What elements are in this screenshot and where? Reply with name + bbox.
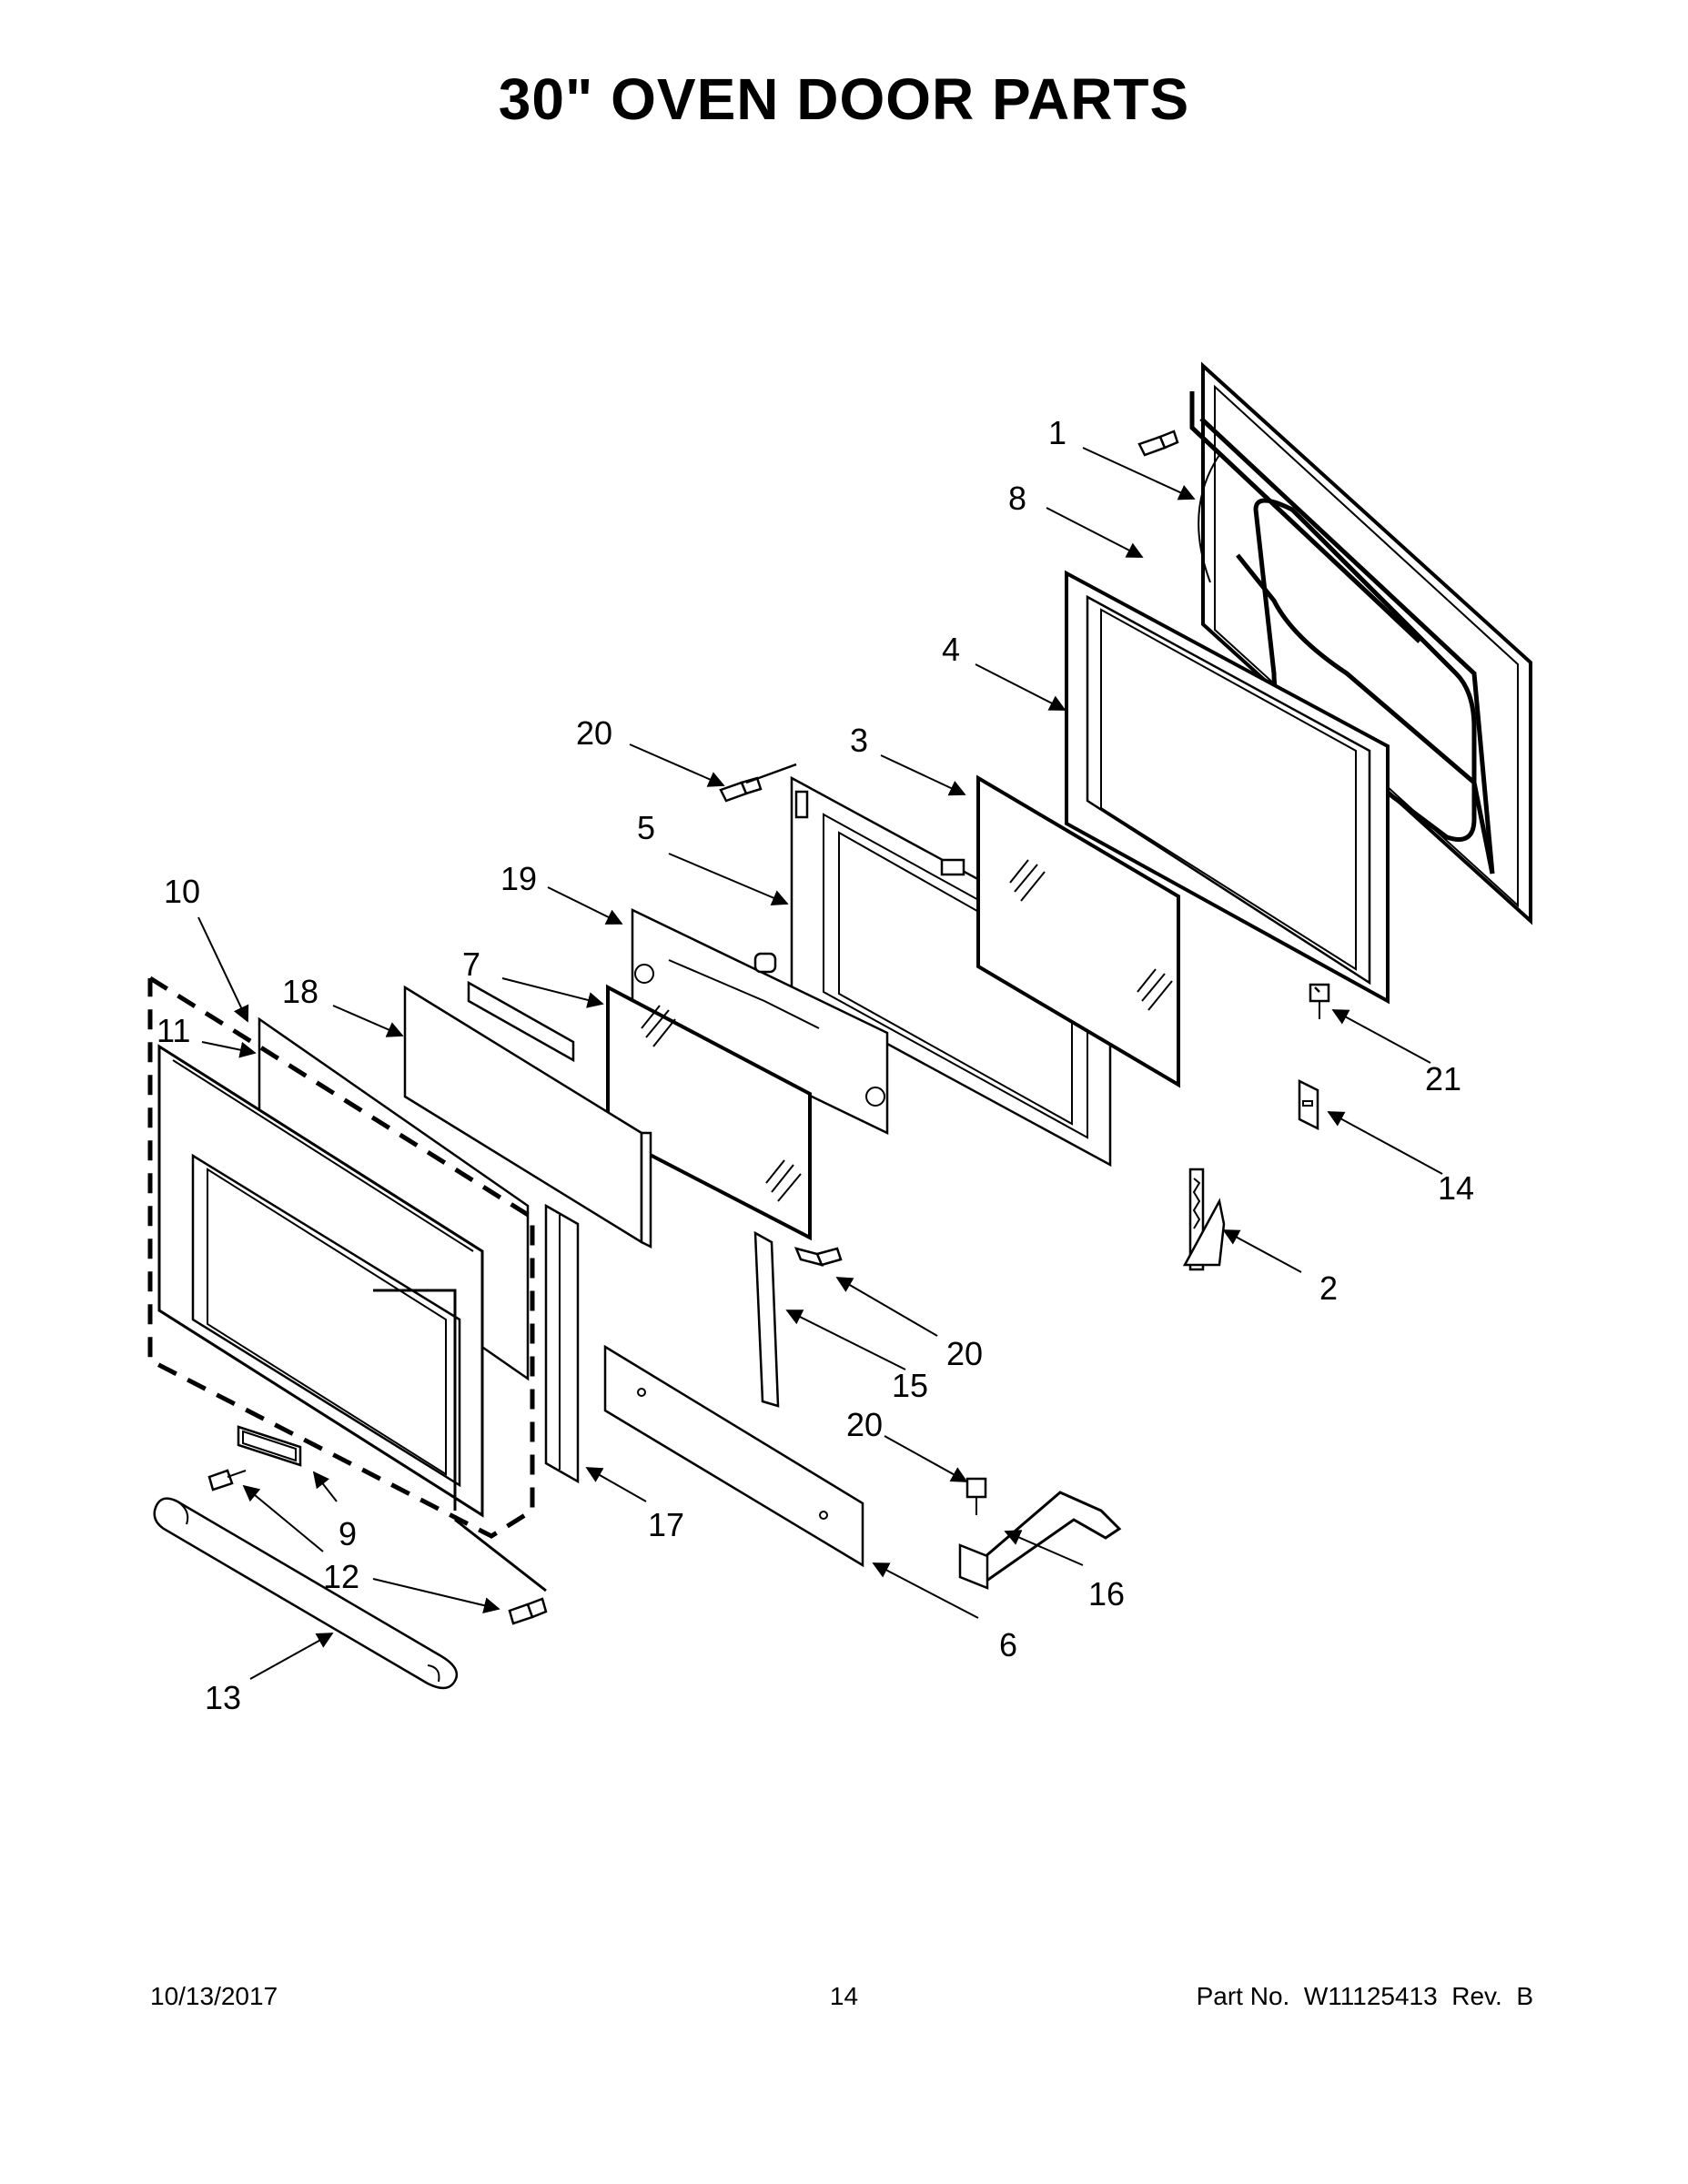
part-17-side-trim bbox=[544, 1203, 580, 1484]
footer-part-number: Part No. W11125413 Rev. B bbox=[1196, 1982, 1533, 2010]
callout-19: 19 bbox=[500, 860, 537, 897]
callout-18: 18 bbox=[282, 973, 318, 1010]
callout-1: 1 bbox=[1048, 414, 1066, 451]
part-8-screw bbox=[1137, 430, 1179, 457]
part-14-clip bbox=[1298, 1078, 1319, 1131]
page-title: 30" OVEN DOOR PARTS bbox=[498, 66, 1190, 132]
part-9-badge bbox=[237, 1425, 302, 1467]
callout-12: 12 bbox=[323, 1558, 359, 1595]
part-19-door-shield bbox=[631, 908, 889, 1135]
part-7-glass-panel bbox=[606, 984, 812, 1241]
part-16-hinge-bracket bbox=[958, 1491, 1122, 1590]
part-20-screw-bottom bbox=[965, 1477, 987, 1515]
callout-20: 20 bbox=[576, 714, 612, 752]
callout-13: 13 bbox=[205, 1679, 241, 1716]
part-20-screw-top bbox=[719, 776, 763, 803]
callout-21: 21 bbox=[1425, 1060, 1461, 1097]
part-6-bottom-trim bbox=[603, 1344, 864, 1568]
callout-8: 8 bbox=[1008, 480, 1026, 517]
callout-10: 10 bbox=[164, 873, 200, 910]
footer-date: 10/13/2017 bbox=[150, 1982, 278, 2010]
callout-16: 16 bbox=[1088, 1575, 1125, 1613]
part-15-bracket bbox=[753, 1230, 780, 1408]
callout-17: 17 bbox=[648, 1506, 684, 1543]
part-12-screw-right bbox=[508, 1597, 548, 1625]
callout-14: 14 bbox=[1438, 1169, 1474, 1207]
part-3-glass-panel bbox=[976, 774, 1180, 1088]
footer-page-number: 14 bbox=[829, 1982, 859, 2010]
part-2-hinge bbox=[1182, 1168, 1226, 1271]
callout-6: 6 bbox=[999, 1626, 1017, 1663]
callout-5: 5 bbox=[637, 809, 655, 846]
callout-11: 11 bbox=[157, 1012, 190, 1049]
callout-20b: 20 bbox=[946, 1335, 983, 1372]
part-10-door-assembly-outline bbox=[147, 976, 535, 1539]
part-12-screw-left bbox=[207, 1469, 247, 1491]
part-4-door-frame bbox=[1065, 570, 1390, 1005]
part-18-top-trim bbox=[403, 980, 652, 1249]
part-21-screw bbox=[1309, 983, 1330, 1019]
callout-20c: 20 bbox=[846, 1406, 883, 1443]
callout-2: 2 bbox=[1319, 1269, 1338, 1307]
callout-3: 3 bbox=[850, 722, 868, 759]
callout-4: 4 bbox=[942, 631, 960, 668]
part-20-screw-middle bbox=[793, 1247, 843, 1267]
part-13-handle bbox=[153, 1497, 459, 1690]
part-11-outer-door-panel bbox=[157, 1016, 530, 1518]
callout-9: 9 bbox=[339, 1515, 357, 1552]
callout-15: 15 bbox=[892, 1367, 928, 1404]
callout-7: 7 bbox=[462, 945, 480, 983]
